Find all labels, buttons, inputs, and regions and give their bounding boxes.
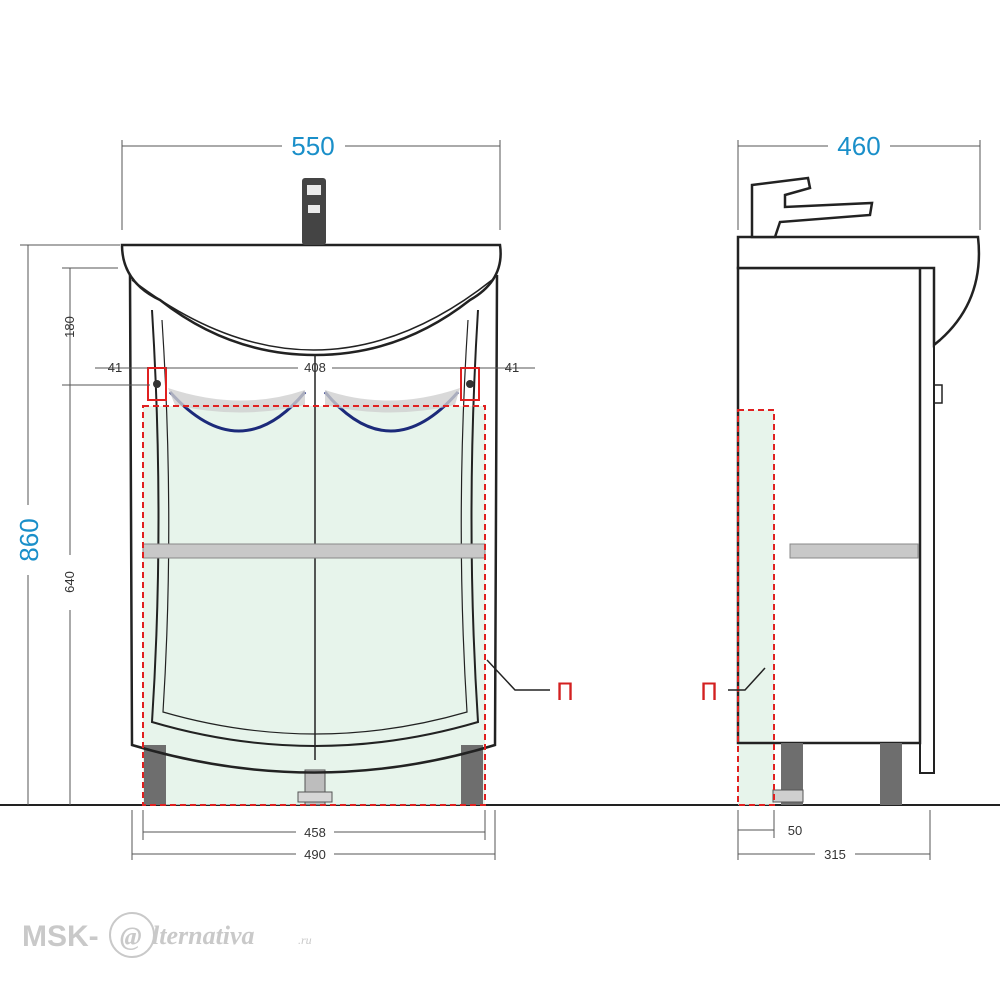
brand-main: MSK- xyxy=(22,920,99,953)
front-leg-right xyxy=(461,745,483,805)
front-faucet-highlight xyxy=(307,185,321,195)
side-knob xyxy=(933,384,943,404)
dim-offset-left: 41 xyxy=(108,360,122,375)
front-basin xyxy=(120,243,502,357)
front-hinge-left xyxy=(147,367,167,401)
brand-tld: .ru xyxy=(298,933,312,947)
brand-at-ring xyxy=(109,912,155,958)
side-install-boundary xyxy=(737,409,775,806)
dim-base-width-outer: 490 xyxy=(304,847,326,862)
side-leg-front-base xyxy=(772,789,804,803)
side-callout-label: П xyxy=(700,678,718,706)
front-cabinet-body xyxy=(128,274,499,774)
dim-inner-width: 408 xyxy=(304,360,326,375)
dim-front-width: 550 xyxy=(291,131,334,161)
side-basin xyxy=(736,235,981,348)
front-siphon-base xyxy=(297,791,333,803)
brand-at: @ xyxy=(120,922,142,951)
dim-side-depth: 460 xyxy=(837,131,880,161)
front-hinge-right xyxy=(460,367,480,401)
dim-base-width-inner: 458 xyxy=(304,825,326,840)
dim-side-leg-offset: 50 xyxy=(788,823,802,838)
brand-rest: lternativa xyxy=(152,921,255,950)
front-callout-label: П xyxy=(556,678,574,706)
front-shelf xyxy=(142,543,486,559)
front-faucet-spout xyxy=(308,205,320,213)
front-cutout-left xyxy=(168,390,307,433)
front-hinge-right-dot xyxy=(466,380,474,388)
side-shelf xyxy=(789,543,919,559)
side-dimensions: 460 50 315 xyxy=(737,131,981,862)
front-leg-left xyxy=(144,745,166,805)
front-callout-leader xyxy=(486,659,550,691)
side-callout-leader xyxy=(728,667,766,691)
dim-basin-height: 180 xyxy=(62,316,77,338)
side-free-zone xyxy=(738,410,774,805)
dim-offset-right: 41 xyxy=(505,360,519,375)
front-view: П xyxy=(120,178,574,806)
front-install-boundary xyxy=(142,405,486,806)
side-faucet xyxy=(750,176,874,239)
front-dimensions: 550 860 180 640 41 408 41 458 490 xyxy=(14,131,535,862)
side-view: П xyxy=(700,176,981,806)
front-cutout-right xyxy=(323,391,460,433)
front-free-zone xyxy=(143,406,485,805)
front-basin-rim xyxy=(131,279,493,351)
dim-total-height: 860 xyxy=(14,518,44,561)
brand-watermark: MSK- @ lternativa .ru xyxy=(22,912,312,958)
side-leg-back xyxy=(880,743,902,805)
side-door-panel xyxy=(919,267,935,774)
front-cutout-left-shade xyxy=(168,388,305,413)
front-hinge-left-dot xyxy=(153,380,161,388)
dim-cabinet-height: 640 xyxy=(62,571,77,593)
dim-side-cabinet-depth: 315 xyxy=(824,847,846,862)
